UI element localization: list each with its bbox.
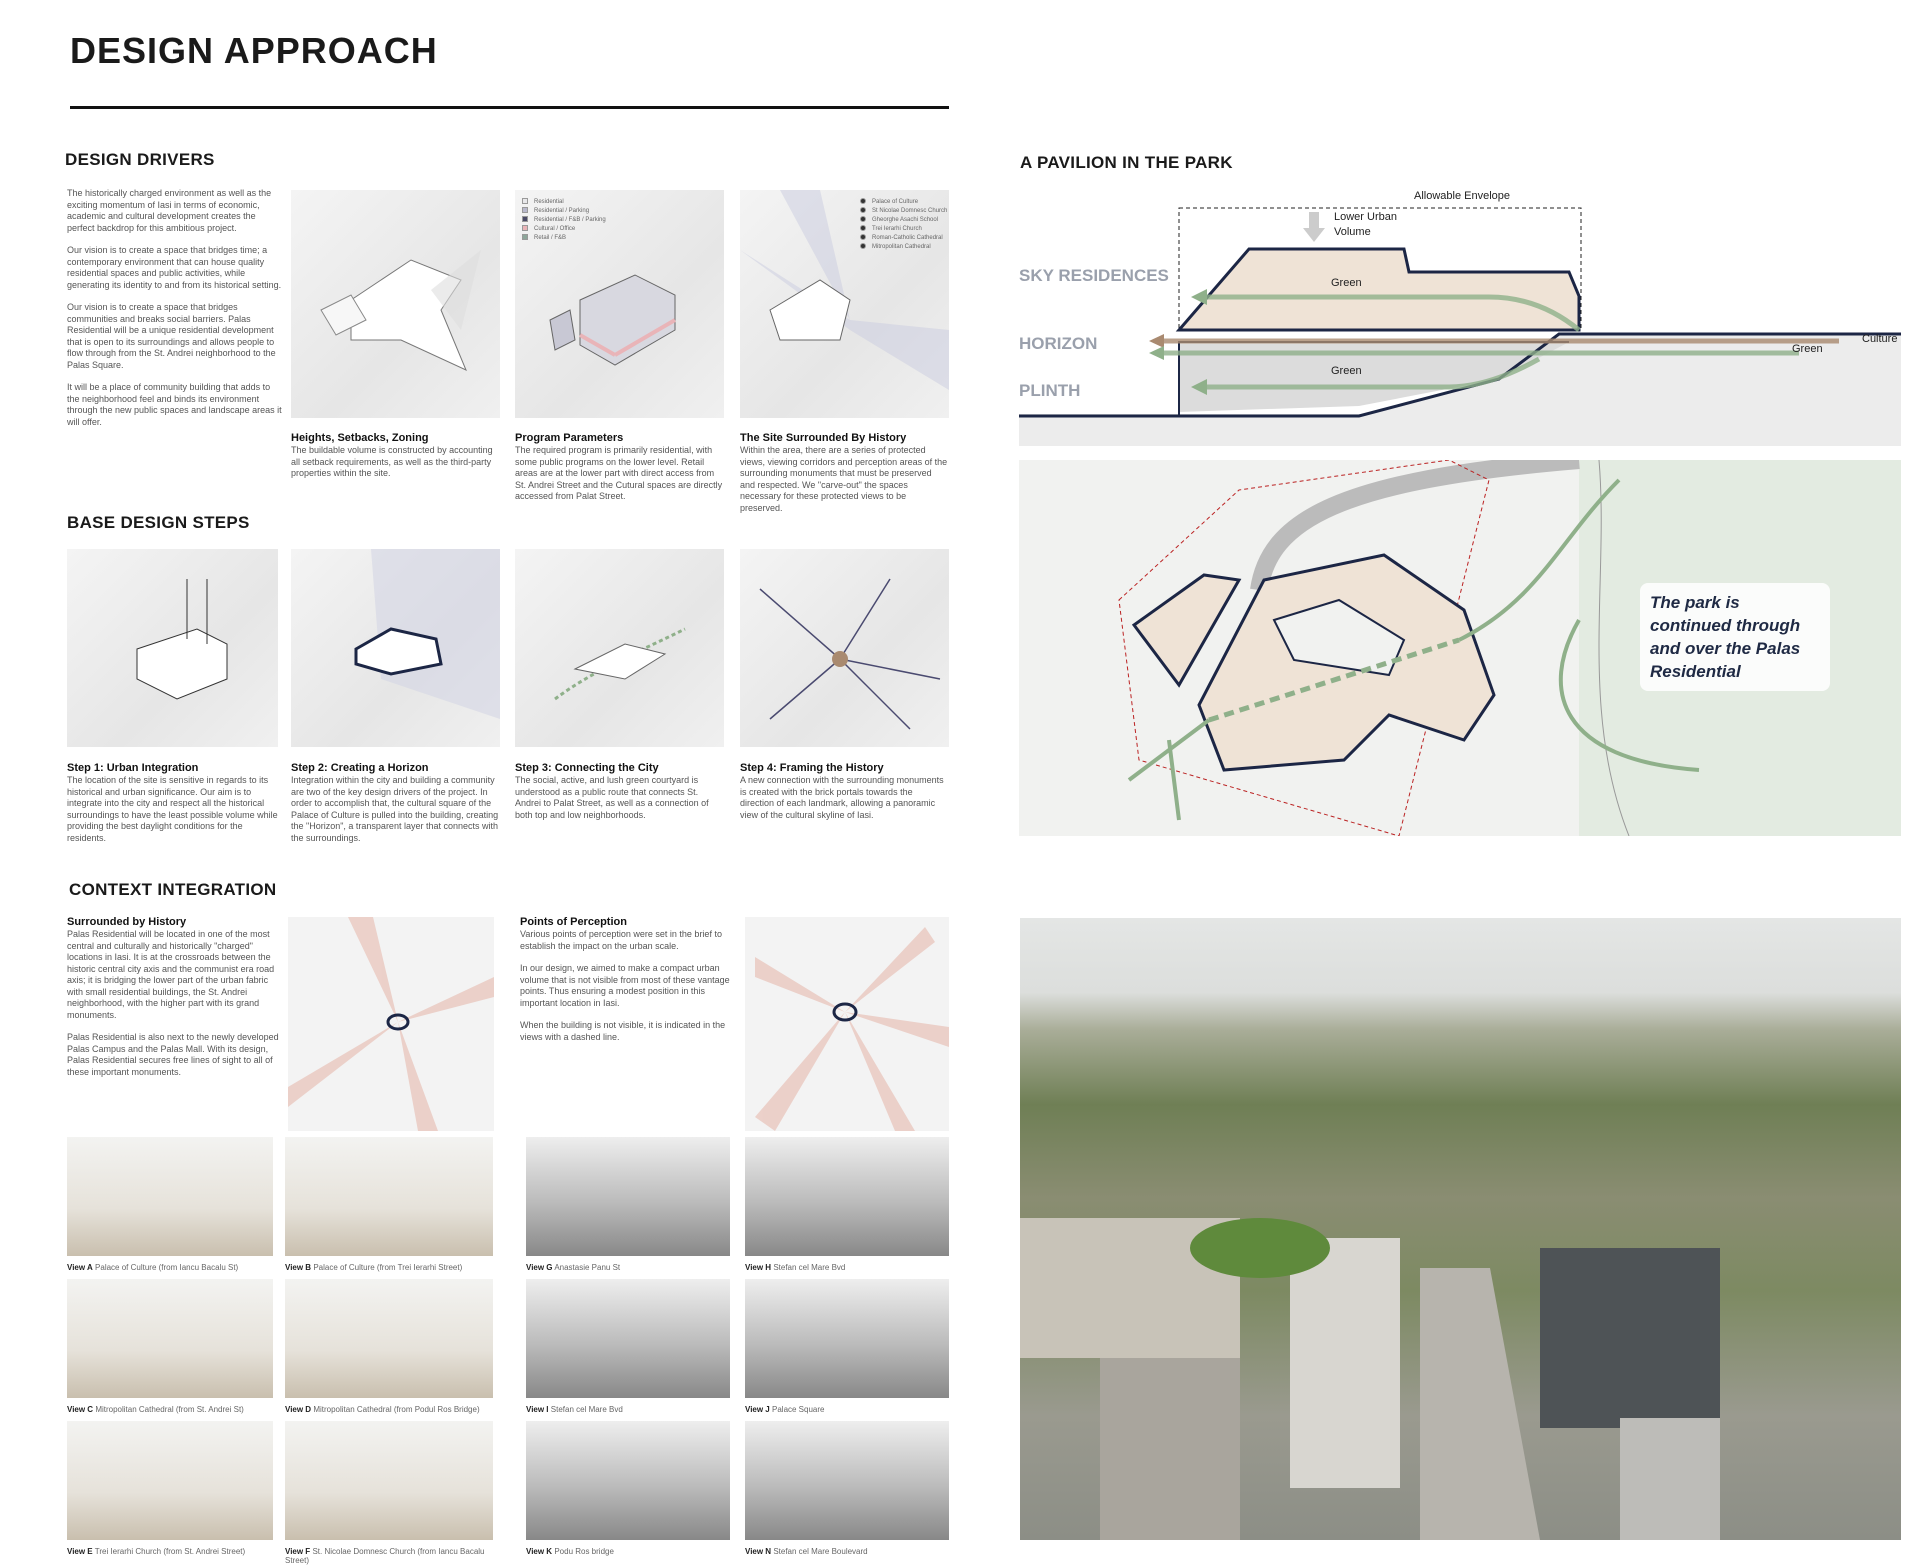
step-3-image <box>515 549 724 747</box>
culture-label: Culture <box>1862 333 1897 345</box>
legend-item: Cultural / Office <box>522 225 606 234</box>
perception-text: Points of Perception Various points of p… <box>520 916 730 1042</box>
design-drivers-heading: DESIGN DRIVERS <box>65 150 215 169</box>
view-caption: View C Mitropolitan Cathedral (from St. … <box>67 1405 244 1414</box>
sky-residences-label: SKY RESIDENCES <box>1019 266 1169 285</box>
lower-urban-label: Lower Urban <box>1334 211 1397 223</box>
park-note: The park is continued through and over t… <box>1640 583 1830 691</box>
view-caption: View B Palace of Culture (from Trei Iera… <box>285 1263 463 1272</box>
green-label: Green <box>1331 365 1362 377</box>
title-divider <box>70 106 949 109</box>
paragraph: It will be a place of community building… <box>67 382 282 427</box>
view-caption: View D Mitropolitan Cathedral (from Podu… <box>285 1405 480 1414</box>
lower-urban-label: Volume <box>1334 226 1371 238</box>
view-image <box>526 1137 730 1256</box>
pavilion-heading: A PAVILION IN THE PARK <box>1020 153 1233 172</box>
legend-item: Residential <box>522 198 606 207</box>
base-steps-heading: BASE DESIGN STEPS <box>67 513 250 532</box>
context-heading: CONTEXT INTEGRATION <box>69 880 277 899</box>
paragraph: Our vision is to create a space that bri… <box>67 245 282 290</box>
allowable-envelope-label: Allowable Envelope <box>1414 190 1510 202</box>
legend-item: Palace of Culture <box>860 198 947 207</box>
legend-item: Mitropolitan Cathedral <box>860 243 947 252</box>
view-caption: View F St. Nicolae Domnesc Church (from … <box>285 1547 485 1565</box>
legend-item: Retail / F&B <box>522 234 606 243</box>
step-2-image <box>291 549 500 747</box>
design-drivers-text: The historically charged environment as … <box>67 188 282 439</box>
view-image <box>526 1421 730 1540</box>
section-diagram: Allowable Envelope Lower Urban Volume SK… <box>1019 184 1901 446</box>
legend-item: Trei Ierarhi Church <box>860 225 947 234</box>
legend-item: Residential / F&B / Parking <box>522 216 606 225</box>
history-legend: Palace of Culture St Nicolae Domnesc Chu… <box>860 198 947 252</box>
legend-item: Roman-Catholic Cathedral <box>860 234 947 243</box>
view-caption: View A Palace of Culture (from Iancu Bac… <box>67 1263 239 1272</box>
view-caption: View E Trei Ierarhi Church (from St. And… <box>67 1547 246 1556</box>
view-caption: View G Anastasie Panu St <box>526 1263 621 1272</box>
view-caption: View I Stefan cel Mare Bvd <box>526 1405 623 1414</box>
step-1-image <box>67 549 278 747</box>
view-image <box>285 1137 493 1256</box>
view-image <box>67 1137 273 1256</box>
view-caption: View H Stefan cel Mare Bvd <box>745 1263 846 1272</box>
program-legend: Residential Residential / Parking Reside… <box>522 198 606 243</box>
view-caption: View N Stefan cel Mare Boulevard <box>745 1547 868 1556</box>
view-image <box>745 1279 949 1398</box>
page-title: DESIGN APPROACH <box>70 30 438 71</box>
legend-item: Gheorghe Asachi School <box>860 216 947 225</box>
paragraph: The historically charged environment as … <box>67 188 272 233</box>
surrounded-text: Surrounded by History Palas Residential … <box>67 916 279 1077</box>
view-image <box>285 1279 493 1398</box>
view-image <box>526 1279 730 1398</box>
plinth-label: PLINTH <box>1019 381 1080 400</box>
paragraph: Our vision is to create a space that bri… <box>67 302 276 370</box>
context-map-2 <box>745 917 949 1131</box>
view-caption: View K Podu Ros bridge <box>526 1547 614 1556</box>
step-4-image <box>740 549 949 747</box>
green-label: Green <box>1331 277 1362 289</box>
view-image <box>745 1137 949 1256</box>
context-map-1 <box>288 917 494 1131</box>
view-caption: View J Palace Square <box>745 1405 825 1414</box>
site-history-diagram <box>740 190 949 418</box>
legend-item: Residential / Parking <box>522 207 606 216</box>
program-parameters-diagram <box>515 190 724 418</box>
aerial-city-photo <box>1020 918 1901 1540</box>
horizon-label: HORIZON <box>1019 334 1097 353</box>
heights-setbacks-diagram <box>291 190 500 418</box>
view-image <box>67 1279 273 1398</box>
view-image <box>67 1421 273 1540</box>
view-image <box>285 1421 493 1540</box>
green-label: Green <box>1792 343 1823 355</box>
view-image <box>745 1421 949 1540</box>
legend-item: St Nicolae Domnesc Church <box>860 207 947 216</box>
